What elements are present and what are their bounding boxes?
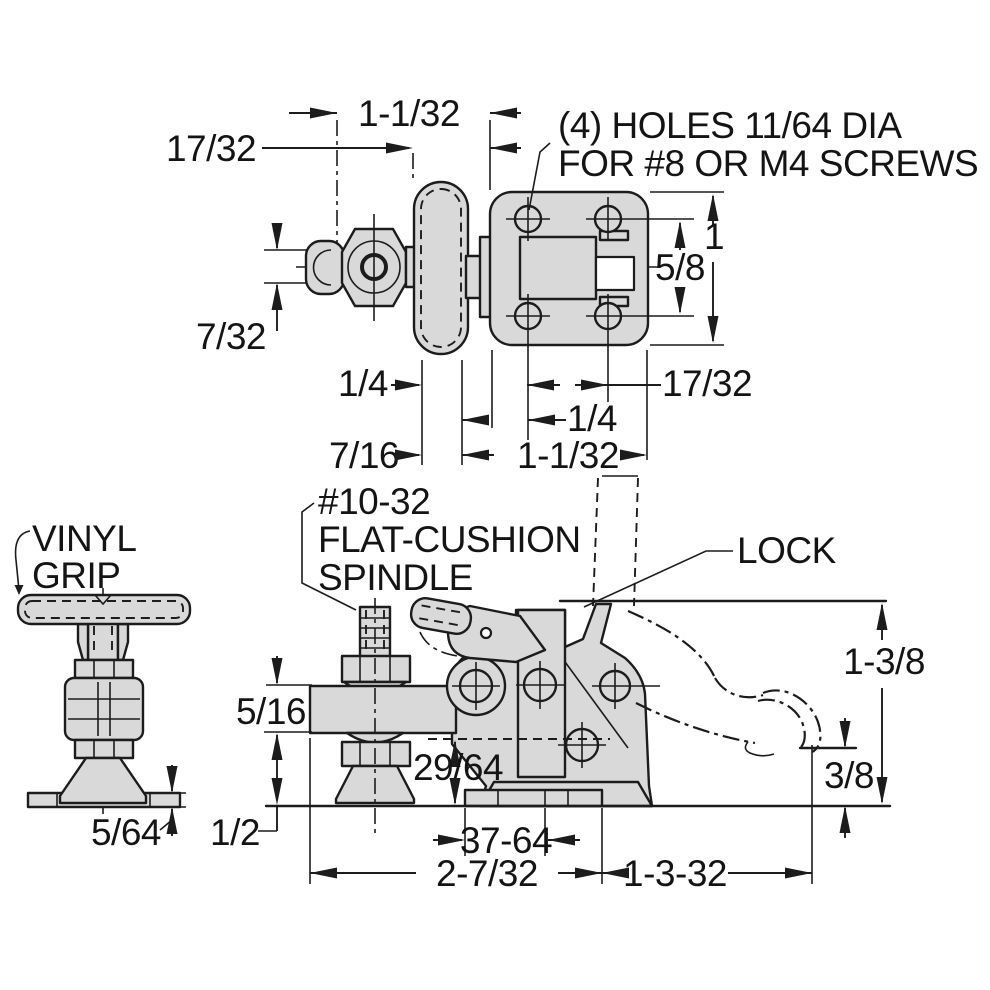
spindle-note-line2: FLAT-CUSHION	[318, 519, 581, 560]
dim-label-spindle-thickness: 7/32	[196, 316, 266, 357]
dim-handle-drop: 3/8	[798, 718, 874, 838]
dim-label-pad-width: 37-64	[460, 820, 552, 861]
handle-up-connector	[592, 475, 639, 607]
vinyl-grip-line2: GRIP	[32, 555, 120, 596]
dim-label-width-bottom: 1-1/32	[517, 435, 619, 476]
dim-label-width-top: 1-1/32	[358, 93, 460, 134]
holes-note-leader	[528, 142, 551, 211]
dim-label-seven-sixteen: 7/16	[329, 435, 399, 476]
base-pad-side	[463, 788, 604, 808]
dim-label-pad-thickness: 5/64	[91, 812, 161, 853]
side-view-holes	[452, 661, 660, 768]
dim-label-bar-thickness: 5/16	[236, 691, 306, 732]
spindle-foot-front	[58, 756, 148, 805]
dim-pad-width: 37-64	[433, 820, 580, 861]
screw-holes	[506, 197, 694, 338]
dim-pad-thickness: 5/64	[91, 765, 186, 853]
phantom-handle	[627, 609, 822, 757]
dim-label-overall-length: 2-7/32	[436, 853, 538, 894]
clamp-bar	[308, 684, 458, 735]
front-view: VINYL GRIP	[14, 518, 192, 853]
vinyl-grip-leader	[14, 530, 31, 591]
spindle-lower	[334, 598, 416, 836]
body-inner-edge	[559, 654, 629, 749]
flat-cushion-spindle	[340, 605, 412, 695]
dim-half: 1/2	[210, 733, 283, 853]
dim-row-quarter-left: 1/4 17/32	[338, 363, 753, 404]
lock-callout: LOCK	[583, 530, 837, 608]
spindle-front	[63, 658, 145, 760]
dim-label-handle-reach: 1-3-32	[623, 853, 727, 894]
dim-bar-to-base: 29/64	[413, 740, 504, 805]
dim-label-quarter-mid: 1/4	[567, 398, 617, 439]
dim-offset-top: 17/32	[166, 128, 521, 180]
side-view: LOCK #10-32 FLAT-CUSHION SPINDLE 5/16	[210, 481, 925, 894]
top-view-extension-lines	[421, 338, 648, 465]
dim-label-overall-height: 1-3/8	[843, 641, 925, 682]
dim-width-top: 1-1/32	[289, 93, 521, 243]
dim-overall-height: 1-3/8	[843, 603, 925, 804]
handle-lever-side	[409, 597, 547, 664]
bottom-extension-lines	[309, 738, 813, 884]
dim-handle-reach: 1-3-32	[602, 853, 812, 894]
dim-hole-rows: 5/8	[655, 221, 705, 314]
t-handle-top	[412, 180, 470, 356]
dim-plate-height: 1	[650, 191, 725, 346]
holes-note-line2: FOR #8 OR M4 SCREWS	[558, 143, 978, 184]
dim-bar-thickness: 5/16	[236, 656, 312, 733]
dim-label-handle-drop: 3/8	[824, 755, 874, 796]
vinyl-grip-line1: VINYL	[32, 518, 136, 559]
spindle-callout: #10-32 FLAT-CUSHION SPINDLE	[301, 481, 581, 611]
spindle-clevis-top	[304, 239, 346, 296]
dim-overall-length: 2-7/32	[310, 853, 602, 894]
t-handle-front	[16, 593, 192, 662]
dim-label-hole-rows: 5/8	[655, 247, 705, 288]
vinyl-grip-label: VINYL GRIP	[14, 518, 137, 596]
dim-label-offset-top: 17/32	[166, 128, 256, 169]
dim-row-bottom: 7/16 1-1/32	[329, 435, 647, 476]
top-view: (4) HOLES 11/64 DIA FOR #8 OR M4 SCREWS …	[166, 93, 979, 607]
dim-row-quarter-mid: 1/4	[462, 398, 617, 439]
dim-label-half: 1/2	[210, 812, 260, 853]
spindle-note-line1: #10-32	[318, 481, 430, 522]
holes-note-line1: (4) HOLES 11/64 DIA	[558, 105, 902, 146]
spindle-hex-nut-top	[340, 214, 408, 321]
dim-label-quarter-left: 1/4	[338, 363, 388, 404]
spindle-note-line3: SPINDLE	[318, 557, 473, 598]
dim-spindle-thickness: 7/32	[196, 223, 307, 357]
dim-label-plate-height: 1	[704, 216, 724, 257]
dim-label-hole-cols: 17/32	[662, 363, 752, 404]
holes-note: (4) HOLES 11/64 DIA FOR #8 OR M4 SCREWS	[528, 105, 979, 211]
lock-label: LOCK	[737, 530, 837, 571]
mounting-base-top	[488, 190, 650, 347]
